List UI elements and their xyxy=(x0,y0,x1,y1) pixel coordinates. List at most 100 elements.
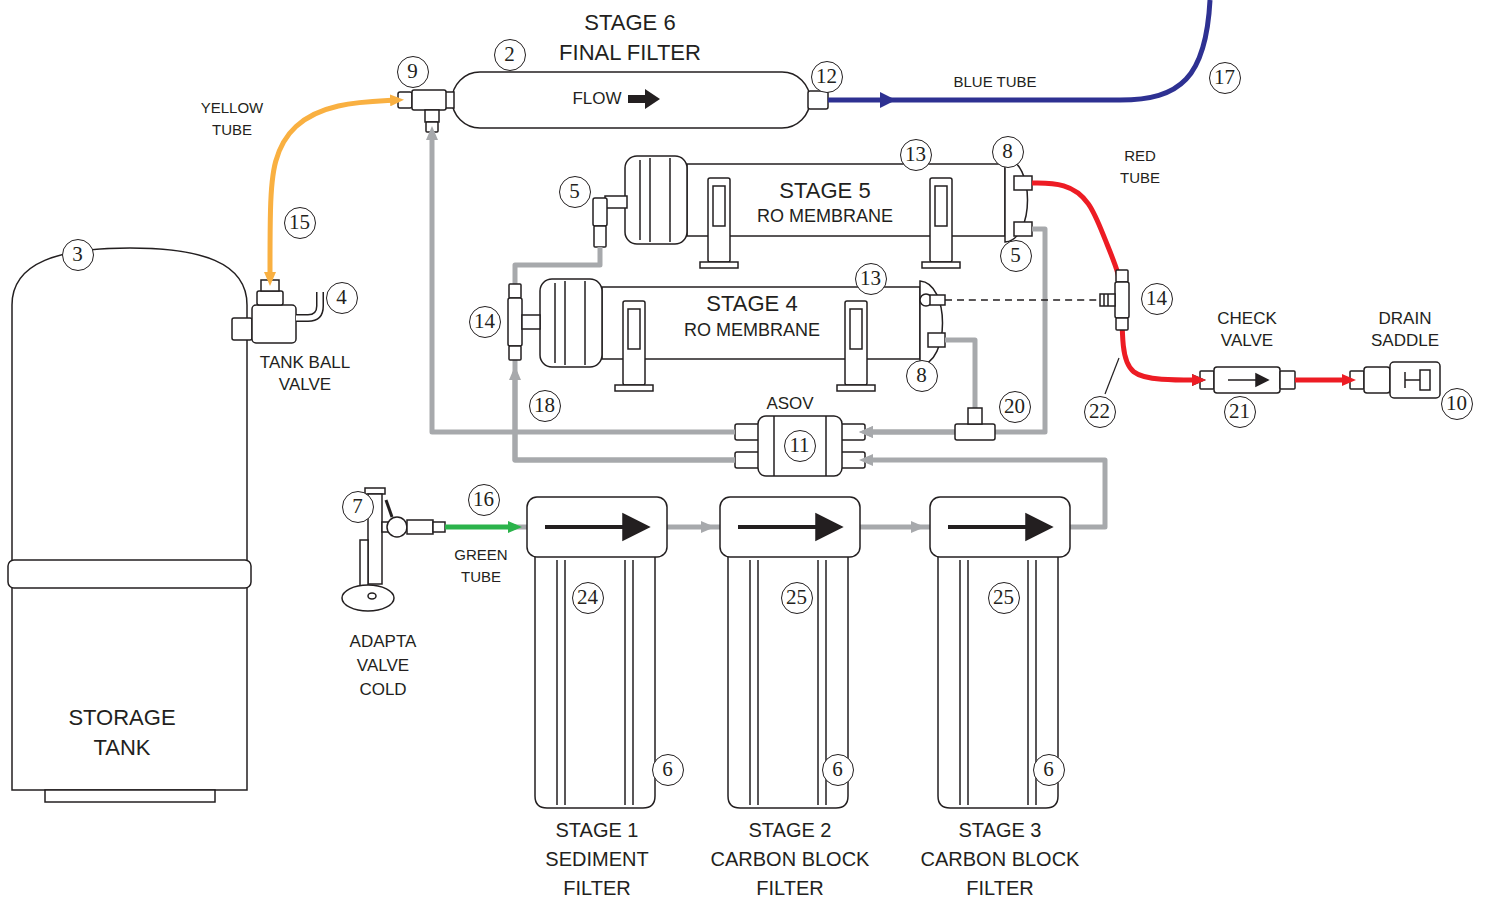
callout-number: 6 xyxy=(1033,754,1065,786)
text-slot: ASOV xyxy=(760,394,820,414)
blue-tube xyxy=(880,92,896,108)
check-valve-drawing xyxy=(1280,371,1295,389)
filter-housing-drawing xyxy=(930,497,1070,557)
callout-number: 8 xyxy=(992,136,1024,168)
node-label: ADAPTA VALVE COLD xyxy=(337,630,429,702)
filter-housing-drawing xyxy=(516,525,527,530)
text-slot: CHECK VALVE xyxy=(1209,308,1285,352)
carbon-filter: STAGE 2 CARBON BLOCK FILTER xyxy=(709,495,871,905)
check-valve-drawing xyxy=(1200,367,1295,393)
ro-membrane: STAGE 5RO MEMBRANE xyxy=(590,152,1032,247)
text-slot: STORAGE TANK xyxy=(62,703,182,763)
tee-fitting xyxy=(508,284,540,360)
node-label: STAGE 3 CARBON BLOCK FILTER xyxy=(919,816,1081,903)
text-slot: STAGE 3 CARBON BLOCK FILTER xyxy=(919,816,1081,903)
callout-number: 14 xyxy=(469,306,501,338)
text-slot: TANK BALL VALVE xyxy=(253,352,357,396)
tube-connector xyxy=(865,340,975,432)
node-label: CHECK VALVE xyxy=(1209,308,1285,352)
callout-number: 10 xyxy=(1441,388,1473,420)
node-label: STAGE 2 CARBON BLOCK FILTER xyxy=(709,816,871,903)
filter-housing-drawing xyxy=(623,514,649,540)
callout-number: 22 xyxy=(1084,396,1116,428)
membrane-port-drawing xyxy=(1014,222,1032,236)
label-slot: 20 xyxy=(999,391,1031,423)
tee-fitting xyxy=(1100,270,1129,330)
label-slot: 10 xyxy=(1441,388,1473,420)
filter-housing-drawing xyxy=(860,525,871,530)
node-label: FLOW xyxy=(569,89,625,109)
tube-label: BLUE TUBE xyxy=(945,72,1045,92)
label-slot: 7 xyxy=(342,491,374,523)
label-slot: YELLOW TUBE xyxy=(197,97,267,141)
final-filter-drawing xyxy=(426,122,438,132)
node-label: ASOV xyxy=(760,394,820,414)
adapta-valve-drawing xyxy=(342,585,394,611)
label-slot: 8 xyxy=(992,136,1024,168)
node-label: DRAIN SADDLE xyxy=(1363,308,1447,352)
tank-ball-valve-drawing xyxy=(232,280,320,343)
final-filter-drawing xyxy=(628,89,660,109)
blue-tube xyxy=(828,0,1210,100)
callout-number: 20 xyxy=(999,391,1031,423)
filter-housing-drawing xyxy=(948,525,1030,529)
adapta-valve-drawing xyxy=(368,593,376,599)
membrane-housing-drawing xyxy=(935,186,947,226)
callout-number: 25 xyxy=(988,582,1020,614)
text-slot: STAGE 2 CARBON BLOCK FILTER xyxy=(709,816,871,903)
tank-ball-valve-drawing xyxy=(296,292,320,318)
membrane-housing-drawing xyxy=(623,301,645,385)
tank-ball-valve-drawing xyxy=(257,291,283,305)
callout-number: 13 xyxy=(855,263,887,295)
check-valve: CHECK VALVE xyxy=(1200,305,1295,400)
membrane-port-drawing xyxy=(605,196,627,208)
callout-number: 6 xyxy=(822,754,854,786)
tube-connector xyxy=(515,372,735,460)
final-filter-drawing xyxy=(452,72,810,128)
tee-fitting xyxy=(955,408,995,440)
tank-ball-valve-drawing xyxy=(261,280,279,291)
callout-number: 14 xyxy=(1141,283,1173,315)
final-filter-drawing xyxy=(412,90,446,110)
tube-label: YELLOW TUBE xyxy=(197,97,267,141)
membrane-housing-drawing xyxy=(615,385,653,391)
label-slot: 5 xyxy=(1000,240,1032,272)
membrane-housing-drawing xyxy=(922,262,960,268)
asov-drawing xyxy=(758,416,842,476)
membrane-port-drawing xyxy=(1014,176,1032,190)
drain-saddle-drawing xyxy=(1390,362,1440,398)
label-slot: 5 xyxy=(559,176,591,208)
membrane-housing-drawing xyxy=(930,178,952,262)
membrane-housing-drawing xyxy=(845,301,867,385)
label-slot: 2 xyxy=(494,39,526,71)
label-slot: 9 xyxy=(397,56,429,88)
membrane-housing-drawing xyxy=(602,287,920,359)
tee-fitting xyxy=(509,346,521,360)
filter-housing-drawing xyxy=(709,497,871,808)
tube-label: GREEN TUBE xyxy=(451,544,511,588)
membrane-port-drawing xyxy=(594,226,606,247)
tee-fitting xyxy=(1115,282,1129,318)
callout-number: 5 xyxy=(1000,240,1032,272)
tube-connector xyxy=(515,247,735,460)
membrane-housing-drawing xyxy=(700,262,738,268)
callout-number: 9 xyxy=(397,56,429,88)
membrane-housing-drawing xyxy=(540,279,943,391)
blue-tube xyxy=(828,0,1210,108)
text-slot: DRAIN SADDLE xyxy=(1363,308,1447,352)
leader-line xyxy=(1105,358,1119,394)
tee-fitting xyxy=(1100,294,1115,306)
text-slot: STAGE 6 FINAL FILTER xyxy=(554,8,706,68)
membrane-port-drawing xyxy=(920,294,945,347)
final-filter: STAGE 6 FINAL FILTER FLOW xyxy=(398,8,820,132)
filter-housing-drawing xyxy=(720,497,860,557)
tube-connector xyxy=(432,132,735,432)
callout-number: 24 xyxy=(572,582,604,614)
node-label: STAGE 4 xyxy=(682,291,822,317)
tube-connector xyxy=(270,100,398,280)
tee-fitting xyxy=(1116,270,1128,282)
tube-connector xyxy=(871,525,919,530)
storage-tank-drawing xyxy=(8,560,251,588)
tube-connector xyxy=(1295,378,1350,383)
tee-fitting xyxy=(1116,318,1128,330)
